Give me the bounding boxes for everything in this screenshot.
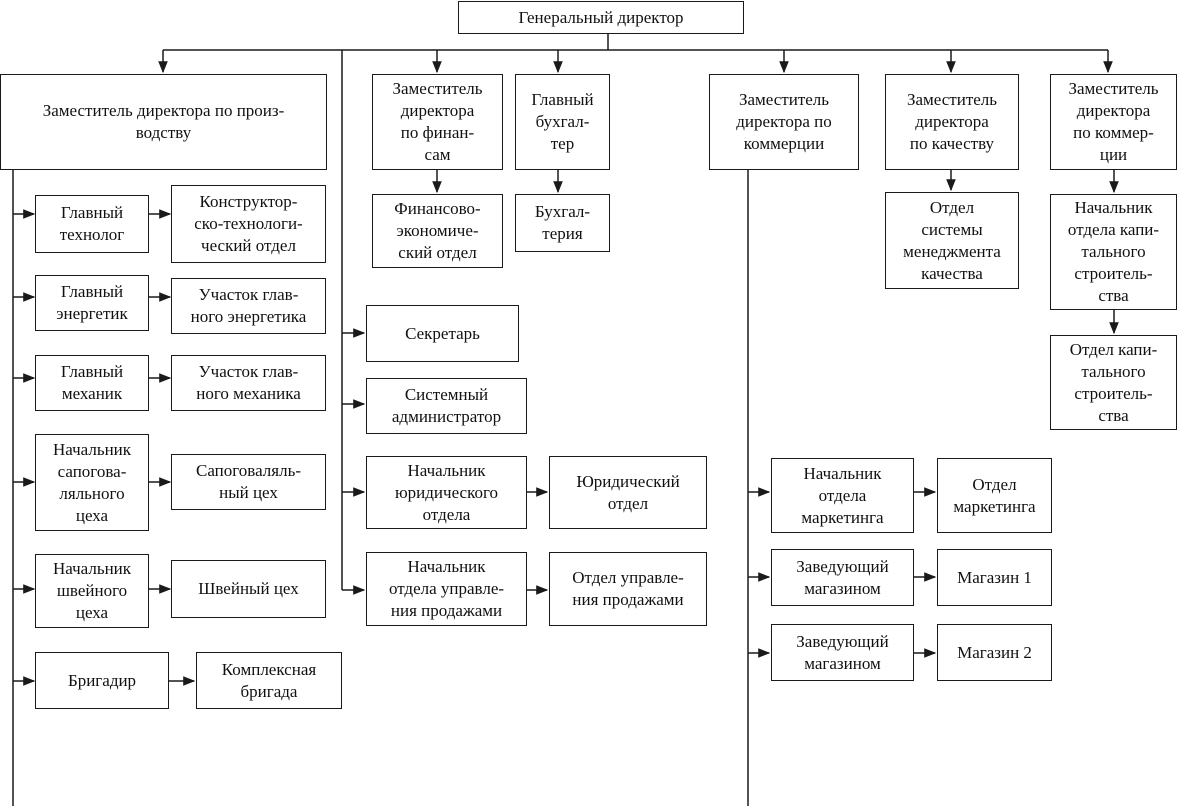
secretary-box: Секретарь: [366, 305, 519, 362]
sales-head-box: Начальник отдела управле- ния продажами: [366, 552, 527, 626]
store-2-box: Магазин 2: [937, 624, 1052, 681]
sysadmin-box: Системный администратор: [366, 378, 527, 434]
chief-accountant-box: Главный бухгал- тер: [515, 74, 610, 170]
complex-brigade-box: Комплексная бригада: [196, 652, 342, 709]
deputy-commerce-box-2: Заместитель директора по коммер- ции: [1050, 74, 1177, 170]
accounting-box: Бухгал- терия: [515, 194, 610, 252]
felt-boot-shop-box: Сапоговаляль- ный цех: [171, 454, 326, 510]
felt-boot-head-box: Начальник сапогова- ляльного цеха: [35, 434, 149, 531]
capital-construction-dept-box: Отдел капи- тального строитель- ства: [1050, 335, 1177, 430]
design-tech-dept-box: Конструктор- ско-технологи- ческий отдел: [171, 185, 326, 263]
deputy-production-box: Заместитель директора по произ- водству: [0, 74, 327, 170]
legal-head-box: Начальник юридического отдела: [366, 456, 527, 529]
store-manager-1-box: Заведующий магазином: [771, 549, 914, 606]
marketing-head-box: Начальник отдела маркетинга: [771, 458, 914, 533]
chief-energy-engineer-box: Главный энергетик: [35, 275, 149, 331]
store-manager-2-box: Заведующий магазином: [771, 624, 914, 681]
foreman-box: Бригадир: [35, 652, 169, 709]
capital-construction-head-box: Начальник отдела капи- тального строител…: [1050, 194, 1177, 310]
legal-dept-box: Юридический отдел: [549, 456, 707, 529]
sewing-shop-box: Швейный цех: [171, 560, 326, 618]
chief-mechanic-box: Главный механик: [35, 355, 149, 411]
quality-management-dept-box: Отдел системы менеджмента качества: [885, 192, 1019, 289]
deputy-commerce-box-1: Заместитель директора по коммерции: [709, 74, 859, 170]
sales-dept-box: Отдел управле- ния продажами: [549, 552, 707, 626]
mechanic-section-box: Участок глав- ного механика: [171, 355, 326, 411]
marketing-dept-box: Отдел маркетинга: [937, 458, 1052, 533]
sewing-head-box: Начальник швейного цеха: [35, 554, 149, 628]
deputy-quality-box: Заместитель директора по качеству: [885, 74, 1019, 170]
chief-technologist-box: Главный технолог: [35, 195, 149, 253]
finance-economic-dept-box: Финансово- экономиче- ский отдел: [372, 194, 503, 268]
store-1-box: Магазин 1: [937, 549, 1052, 606]
general-director-box: Генеральный директор: [458, 1, 744, 34]
energy-section-box: Участок глав- ного энергетика: [171, 278, 326, 334]
deputy-finance-box: Заместитель директора по финан- сам: [372, 74, 503, 170]
